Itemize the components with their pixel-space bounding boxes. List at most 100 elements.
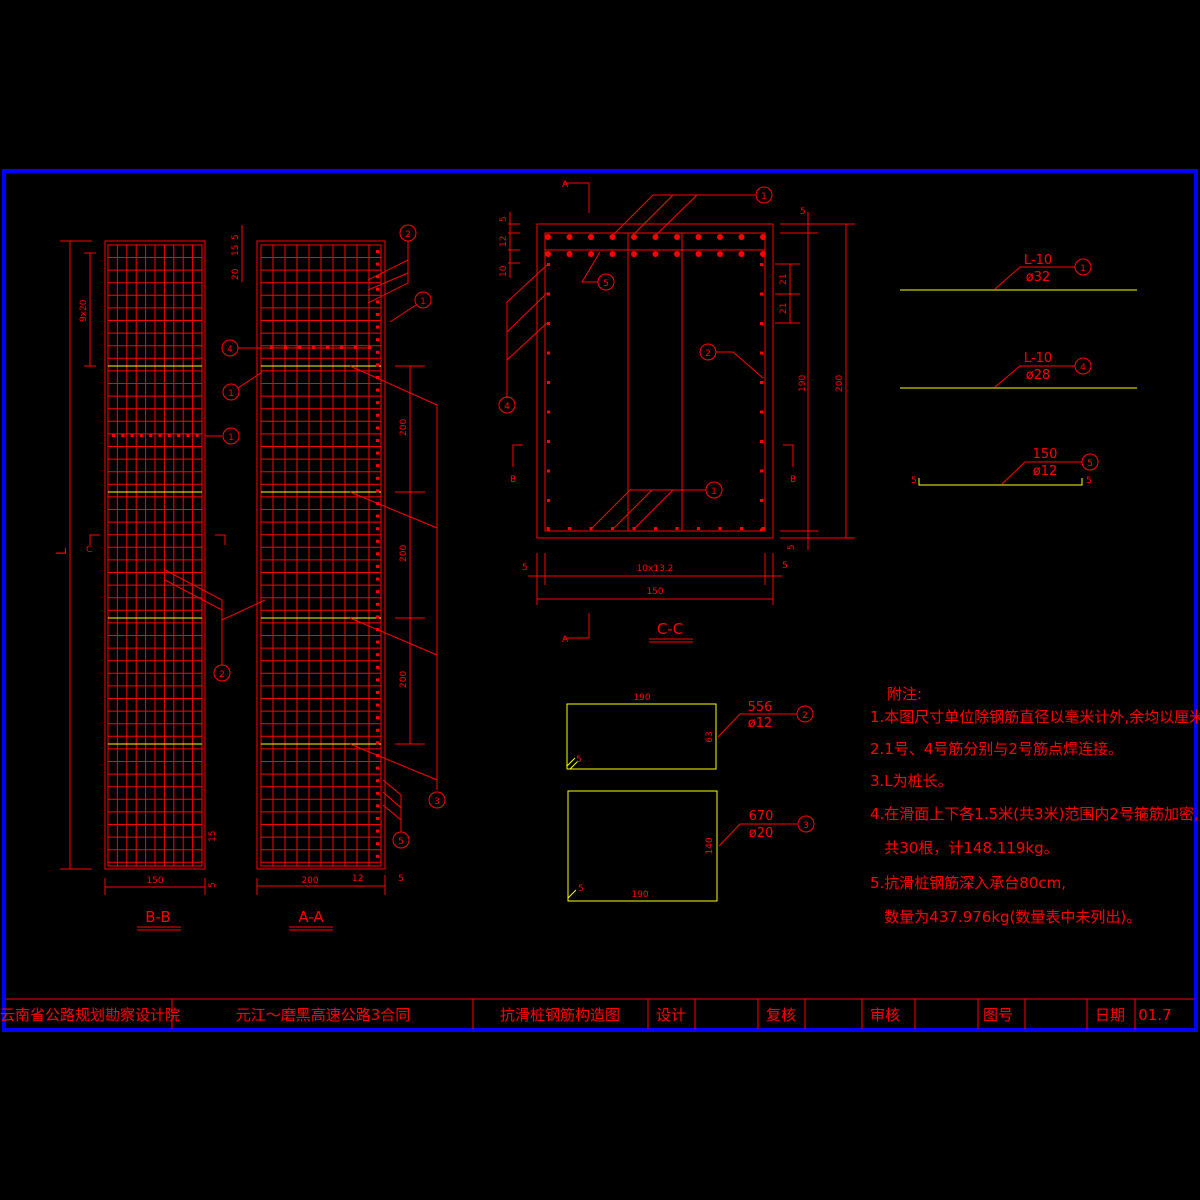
stirrup-height: 63 (705, 731, 715, 742)
rebar-dot (376, 665, 379, 669)
dim-5: 5 (522, 563, 528, 573)
callout-2: 2 (705, 349, 711, 359)
rebar-dot (376, 842, 379, 846)
notes: 附注: 1.本图尺寸单位除钢筋直径以毫米计外,余均以厘米计。 2.1号、4号筋分… (870, 685, 1200, 926)
rebar-dot (195, 434, 199, 437)
callout-1: 1 (420, 297, 426, 307)
rebar-dot (130, 434, 134, 437)
rebar-1-section (760, 234, 766, 240)
review-label: 复核 (766, 1006, 796, 1024)
rebar-dot (376, 565, 379, 568)
rebar-diameter: ø32 (1026, 270, 1051, 285)
rebar-1-section (588, 251, 594, 257)
stirrup-width: 190 (633, 693, 650, 703)
rebar-5-detail: 150 ø12 5 5 5 (911, 447, 1099, 486)
rebar-1-section (588, 234, 594, 240)
stirrup-height: 140 (705, 837, 715, 854)
rebar-dot (177, 434, 181, 437)
rebar-dot (167, 434, 171, 437)
view-bb: L 9x20 150 15 5 1 2 C B-B (55, 240, 266, 931)
project-name: 元江～磨黑高速公路3合同 (236, 1006, 411, 1024)
dim-15: 15 (231, 245, 241, 256)
rebar-dot (376, 313, 379, 316)
rebar-4-section (760, 410, 763, 414)
rebar-4-section (760, 528, 763, 532)
rebar-dot (376, 275, 379, 279)
stirrup-hook: 5 (578, 884, 584, 894)
rebar-dot (376, 300, 379, 304)
rebar-dot (376, 728, 379, 732)
notes-heading: 附注: (887, 685, 922, 703)
view-label-aa: A-A (298, 908, 324, 926)
note-item: 3.L为桩长。 (870, 772, 953, 790)
dim-width: 200 (301, 876, 318, 886)
rebar-dot (376, 854, 379, 858)
rebar-4-section (547, 469, 550, 473)
callout-1: 1 (711, 487, 717, 497)
view-aa: 4 1 2 1 3 5 200 200 200 5 15 20 200 12 5… (221, 224, 446, 931)
section-mark-b: B (790, 475, 796, 485)
drawing-no-label: 图号 (983, 1006, 1013, 1024)
rebar-dot (376, 363, 379, 367)
rebar-1-section (609, 251, 616, 257)
rebar-length: L-10 (1024, 253, 1052, 268)
rebar-1-section (717, 251, 723, 257)
rebar-dot (149, 434, 153, 437)
dim-12: 12 (352, 874, 363, 884)
design-label: 设计 (656, 1006, 686, 1024)
callout-2: 2 (405, 230, 411, 240)
drawing-title: 抗滑桩钢筋构造图 (500, 1006, 620, 1024)
rebar-dot (376, 817, 379, 820)
rebar-dot (376, 350, 379, 354)
stirrup-length: 670 (749, 809, 774, 824)
rebar-dot (376, 779, 379, 783)
rebar-diameter: ø28 (1026, 368, 1051, 383)
callout-5: 5 (398, 837, 404, 847)
callout-2: 2 (219, 670, 225, 680)
callout-5: 5 (603, 279, 609, 289)
rebar-dot (376, 829, 379, 833)
section-mark-a: A (562, 180, 569, 190)
rebar-1-section (738, 251, 745, 257)
title-block: 云南省公路规划勘察设计院 元江～磨黑高速公路3合同 抗滑桩钢筋构造图 设计 复核… (0, 999, 1172, 1029)
rebar-1-section (652, 234, 659, 240)
dim-spacing: 10x13.2 (637, 564, 674, 574)
rebar-dot (376, 376, 379, 379)
rebar-dot (376, 640, 379, 644)
rebar-dot (376, 388, 379, 392)
rebar-section (740, 527, 743, 530)
dim-200: 200 (835, 375, 845, 392)
rebar-dot (376, 804, 379, 808)
rebar-1-section (609, 234, 616, 240)
stirrup-2-detail: 190 63 5 556 ø12 2 (566, 693, 814, 770)
rebar-dot (376, 716, 379, 720)
rebar-4-section (547, 381, 550, 384)
rebar-dot (376, 514, 379, 518)
dim-12: 12 (499, 236, 509, 247)
dim-5: 5 (231, 234, 241, 240)
rebar-dot (376, 401, 379, 405)
stirrup-hook: 5 (576, 755, 582, 765)
rebar-dot (376, 325, 379, 329)
rebar-1-detail: L-10 ø32 1 (900, 253, 1137, 291)
rebar-dot (376, 338, 379, 342)
callout-1: 1 (1080, 264, 1086, 274)
section-mark-c: C (86, 545, 92, 555)
rebar-dot (376, 426, 379, 430)
rebar-dot (376, 766, 379, 770)
rebar-1-section (545, 234, 551, 240)
callout-1: 1 (761, 192, 767, 202)
dim-10: 10 (499, 265, 509, 277)
rebar-dot (376, 413, 379, 417)
dim-width: 150 (146, 876, 163, 886)
rebar-dot (376, 615, 379, 619)
date-label: 日期 (1095, 1006, 1125, 1024)
callout-3: 3 (803, 821, 809, 831)
rebar-1-section (674, 234, 680, 240)
rebar-4-section (547, 499, 550, 502)
rebar-section (654, 527, 657, 530)
rebar-dot (376, 464, 379, 468)
rebar-1-section (631, 251, 637, 257)
rebar-4-section (760, 440, 763, 443)
